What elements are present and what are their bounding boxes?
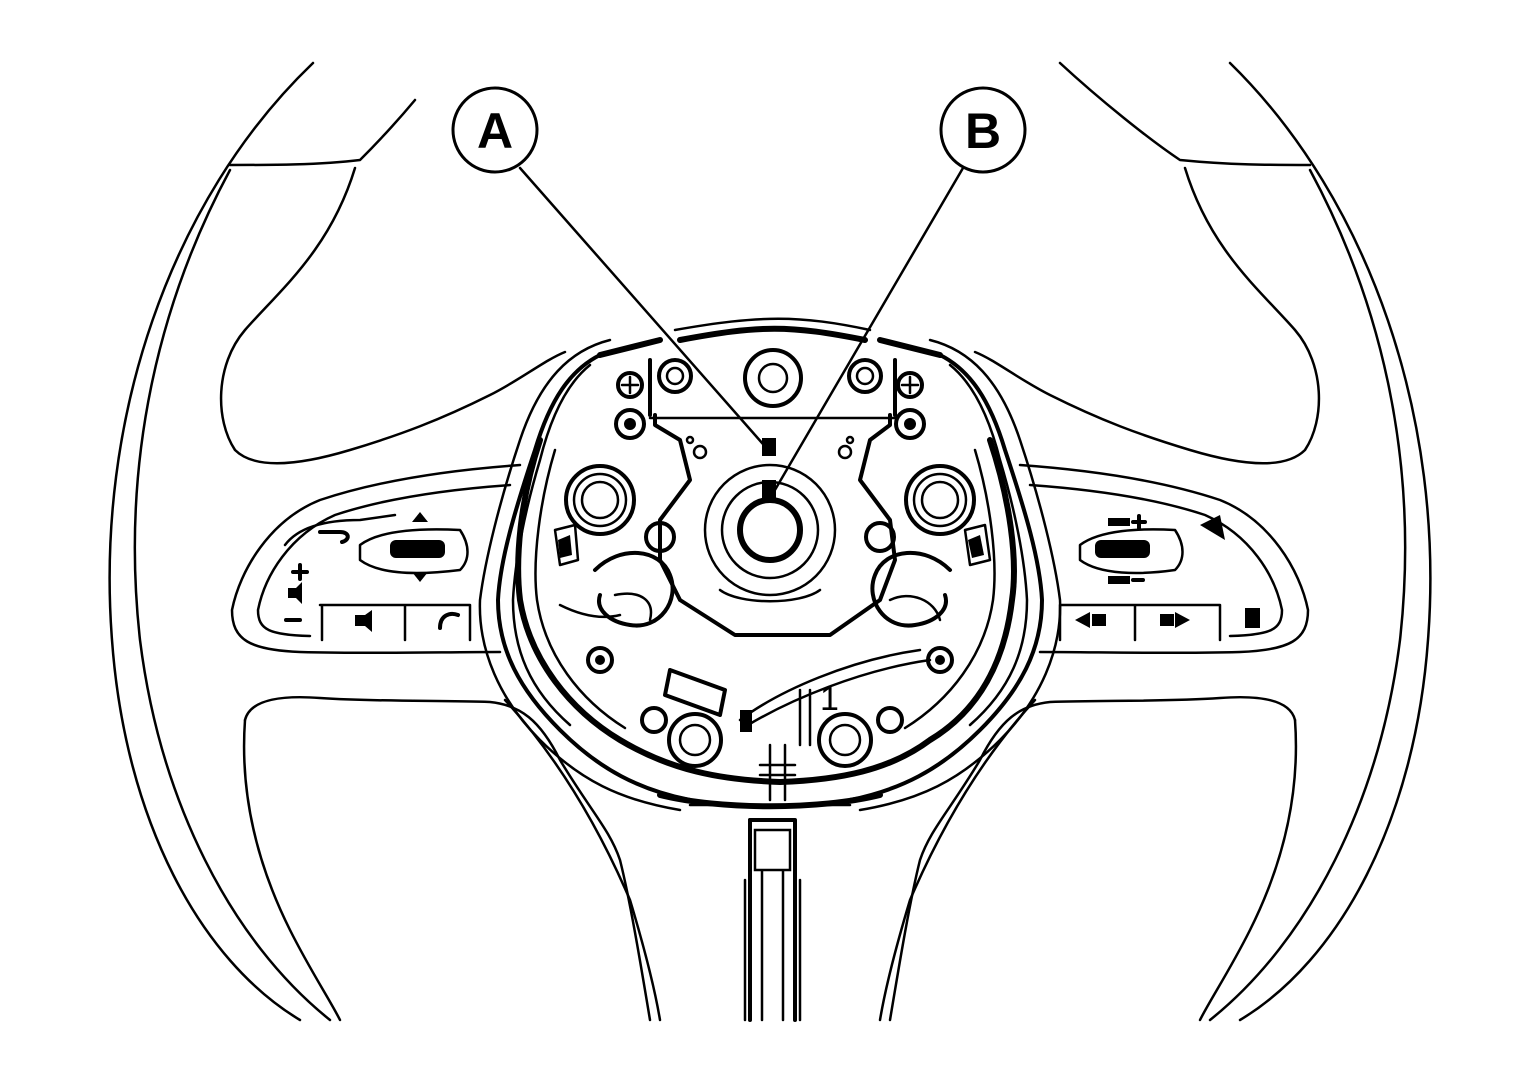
hub-cavity bbox=[515, 337, 1017, 785]
callout-a-circle bbox=[451, 86, 539, 174]
fastener-holes bbox=[586, 348, 954, 734]
upper-spoke-openings bbox=[219, 166, 1321, 465]
steering-column bbox=[743, 818, 802, 1022]
left-switch-panel bbox=[230, 463, 522, 655]
callout-b-circle bbox=[939, 86, 1027, 174]
leader-line-b bbox=[770, 166, 965, 497]
wire-harness bbox=[558, 603, 932, 802]
callout-b-label: B bbox=[965, 103, 1001, 159]
callout-a: A bbox=[451, 86, 539, 174]
center-bore bbox=[703, 438, 837, 603]
part-number-label: 1 bbox=[820, 680, 839, 718]
callout-b: B bbox=[939, 86, 1027, 174]
lower-spoke-openings bbox=[242, 695, 1298, 1022]
right-switch-panel bbox=[1018, 463, 1310, 655]
leader-lines bbox=[518, 166, 965, 497]
gear-assemblies bbox=[553, 464, 992, 768]
wheel-rim bbox=[108, 61, 1432, 1022]
leader-line-a bbox=[518, 166, 772, 454]
callout-a-label: A bbox=[477, 103, 513, 159]
